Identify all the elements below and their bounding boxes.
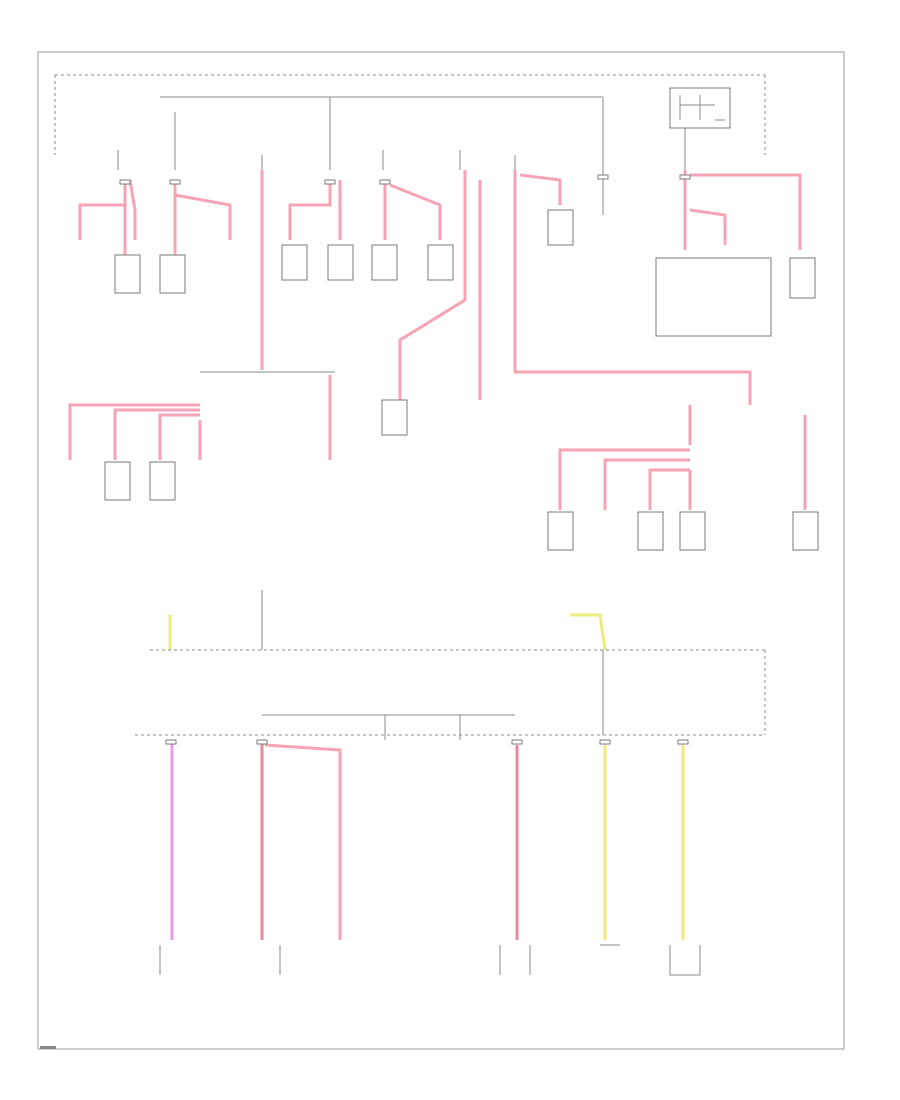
relay-box xyxy=(669,87,731,170)
left-distribution xyxy=(68,375,332,501)
bottom-circuit-drops xyxy=(170,740,685,940)
bottom-modules xyxy=(159,944,701,976)
main-feed-wire xyxy=(200,170,482,436)
module-top-right-wires xyxy=(513,170,816,405)
fuse-group-left xyxy=(78,179,232,294)
connector-markers xyxy=(119,174,691,745)
diagram-frame xyxy=(37,51,845,1050)
right-distribution xyxy=(547,405,819,551)
page-marker xyxy=(40,1046,56,1049)
underhood-fuse-block xyxy=(54,74,766,175)
fuse-group-center xyxy=(281,180,454,281)
ip-fuse-block xyxy=(135,590,766,740)
